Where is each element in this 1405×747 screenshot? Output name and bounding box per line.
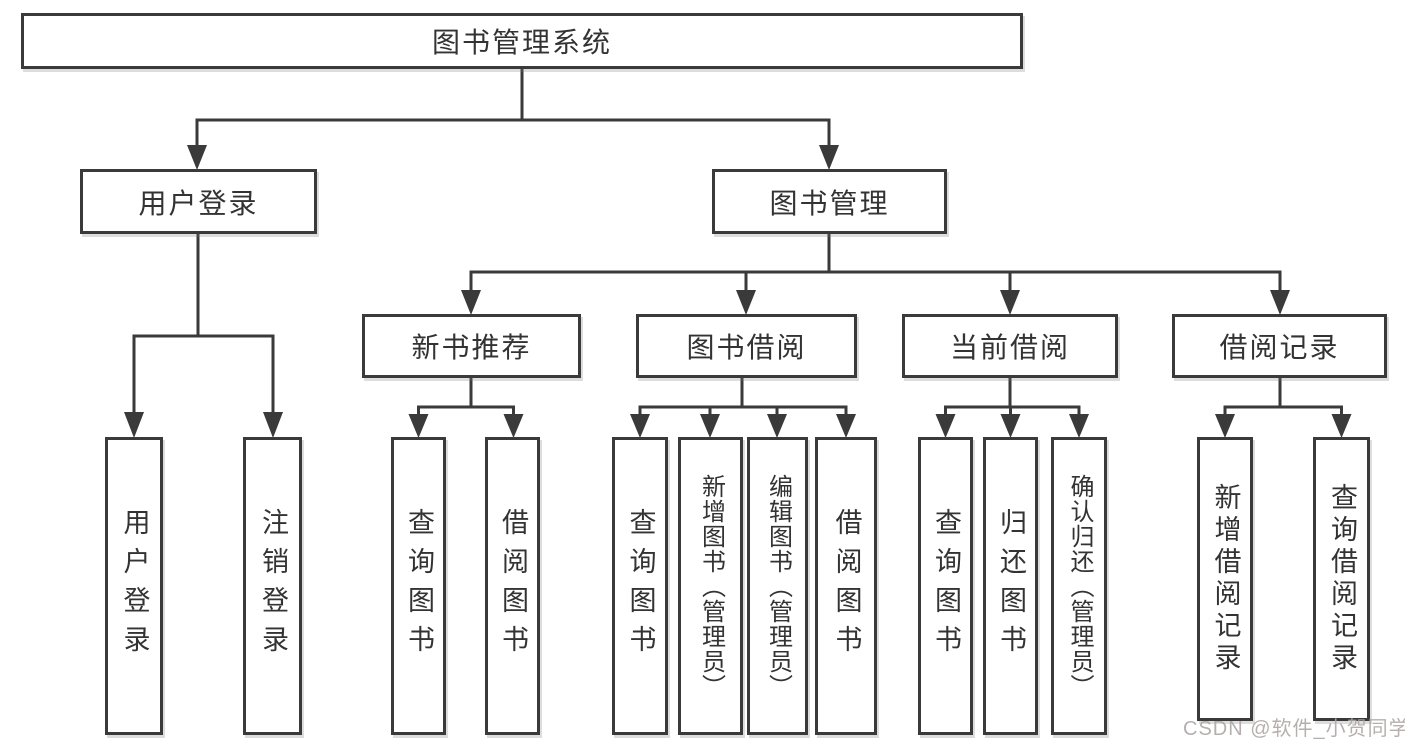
book-management-box: 图书管理 xyxy=(712,169,947,234)
leaf-logout-box: 注销登录 xyxy=(243,437,302,735)
leaf-query-book-box-1: 查询图书 xyxy=(391,437,446,735)
new-book-recommend-box: 新书推荐 xyxy=(362,314,581,378)
leaf-edit-book-admin-box: 编辑图书（管理员） xyxy=(747,437,808,735)
leaf-user-login-box: 用户登录 xyxy=(105,437,163,735)
leaf-return-book-box: 归还图书 xyxy=(983,437,1038,735)
user-login-box: 用户登录 xyxy=(80,169,317,234)
leaf-query-book-box-2: 查询图书 xyxy=(612,437,668,735)
leaf-borrow-book-box-2: 借阅图书 xyxy=(815,437,877,735)
borrow-record-box: 借阅记录 xyxy=(1172,314,1387,378)
current-borrow-box: 当前借阅 xyxy=(902,314,1118,378)
leaf-confirm-return-admin-box: 确认归还（管理员） xyxy=(1051,437,1107,735)
leaf-add-borrow-record-box: 新增借阅记录 xyxy=(1197,437,1253,721)
leaf-query-borrow-record-box: 查询借阅记录 xyxy=(1313,437,1370,721)
watermark-text: CSDN @软件_小贺同学 xyxy=(1183,718,1405,740)
leaf-query-book-box-3: 查询图书 xyxy=(918,437,973,735)
arrowhead-icons xyxy=(124,145,1352,438)
leaf-add-book-admin-box: 新增图书（管理员） xyxy=(678,437,743,735)
book-borrow-box: 图书借阅 xyxy=(636,314,857,378)
leaf-borrow-book-box-1: 借阅图书 xyxy=(485,437,540,735)
system-title-box: 图书管理系统 xyxy=(21,13,1023,69)
